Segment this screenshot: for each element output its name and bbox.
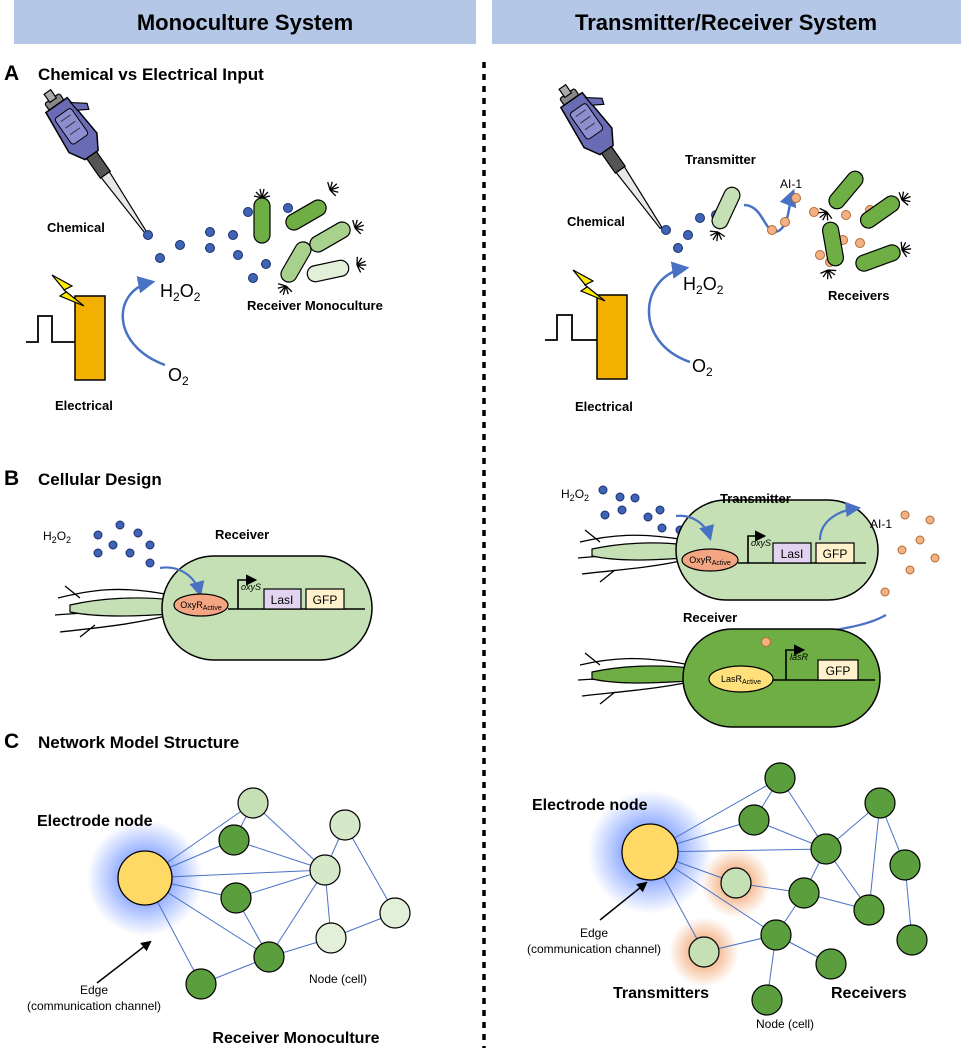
section-b-title: Cellular Design [38,470,162,489]
node-cell-label-left: Node (cell) [309,972,367,986]
oxyS-label-right: oxyS [751,538,771,548]
electrode-node-label-left: Electrode node [37,813,153,830]
receiver-nodes-left [185,787,411,1000]
lasR-promoter-arrow [785,644,806,680]
gfp-label-left: GFP [313,593,338,607]
lasR-oval [708,665,774,693]
node-cell-label-right: Node (cell) [756,1017,814,1031]
receiver-cells-right-a [814,170,915,281]
gfp-label-receiver: GFP [826,664,851,678]
oxyR-label-left: OxyRActive [180,600,222,612]
ai1-release-arrow-b [818,501,862,541]
edge-pointer-arrow-right [599,881,648,921]
pipette-icon-left [32,76,169,244]
section-c-letter: C [4,730,19,753]
h2o2-dots-b-left [93,520,155,568]
h2o2-dots-b-right [598,485,685,535]
electrode-node-left [117,850,173,906]
oxyR-oval-right [681,548,739,572]
receivers-label-a: Receivers [828,288,889,303]
electrode-node-right [621,823,679,881]
h2o2-label-b-left: H2O2 [43,529,71,545]
lightning-icon-left [51,274,85,307]
oxyS-promoter-arrow-left [237,574,258,609]
h2o2-entry-arrow-b-right [675,514,715,541]
o2-to-h2o2-arrow-right [647,261,691,364]
section-a-letter: A [4,62,19,85]
ai1-bound-dot [761,637,771,647]
receiver-label-b-left: Receiver [215,527,269,542]
transmitter-label-b: Transmitter [720,491,791,506]
transmitter-cell-a [706,186,741,244]
oxyS-promoter-arrow-right [747,530,767,563]
lasR-promoter-label: lasR [790,652,809,662]
transmitter-nodes [688,867,752,968]
edge-label-right-2: (communication channel) [527,942,661,956]
gfp-box-left [305,588,345,610]
receiver-monoculture-label-a: Receiver Monoculture [247,298,383,313]
pipette-icon-right [547,71,684,239]
lasI-label-right: LasI [781,547,804,561]
section-c-title: Network Model Structure [38,733,239,752]
gfp-box-right [815,542,855,564]
h2o2-label-right: H2O2 [683,274,724,297]
lasI-box-right [772,542,812,564]
electrical-label-right: Electrical [575,399,633,414]
lasI-label-left: LasI [271,593,294,607]
header-left-bg [14,0,476,44]
section-a-title: Chemical vs Electrical Input [38,65,264,84]
electrode-node-label-right: Electrode node [532,797,648,814]
receiver-cell-b-right [577,628,881,728]
h2o2-dots-left [143,203,293,283]
ai1-dots-b [880,510,940,597]
transmitters-label-c: Transmitters [613,985,709,1002]
h2o2-label-b-right: H2O2 [561,487,589,503]
receiver-nodes-right [738,762,928,1016]
o2-label-right: O2 [692,356,713,379]
o2-label-left: O2 [168,365,189,388]
ai1-dots-a [767,193,875,267]
edge-label-right-1: Edge [580,926,608,940]
ai1-label-b: AI-1 [870,517,892,531]
header-right: Transmitter/Receiver System [575,10,877,35]
receiver-monoculture-label-c: Receiver Monoculture [212,1030,379,1047]
electrode-right [545,269,628,380]
lightning-icon-right [572,269,606,302]
ai1-release-arrow-a [743,188,797,233]
chemical-label-right: Chemical [567,214,625,229]
edge-pointer-arrow-left [96,940,152,984]
h2o2-entry-arrow-b-left [159,566,205,597]
electrical-label-left: Electrical [55,398,113,413]
oxyS-label-left: oxyS [241,582,261,592]
lasR-label: LasRActive [721,674,761,686]
oxyR-label-right: OxyRActive [689,555,731,567]
o2-to-h2o2-arrow-left [121,276,166,367]
edge-label-left-2: (communication channel) [27,999,161,1013]
electrode-left [26,274,106,381]
ai1-label-a: AI-1 [780,177,802,191]
section-b-letter: B [4,467,19,490]
gfp-box-receiver [817,659,859,681]
chemical-label-left: Chemical [47,220,105,235]
lasI-box-left [263,588,302,610]
receiver-label-b-right: Receiver [683,610,737,625]
header-left: Monoculture System [137,10,353,35]
oxyR-oval-left [173,593,229,617]
receiver-cells-left [253,177,369,299]
gfp-label-right: GFP [823,547,848,561]
transmitter-label-a: Transmitter [685,152,756,167]
edge-label-left-1: Edge [80,983,108,997]
receivers-label-c: Receivers [831,985,907,1002]
header-right-bg [492,0,961,44]
h2o2-label-left: H2O2 [160,281,201,304]
